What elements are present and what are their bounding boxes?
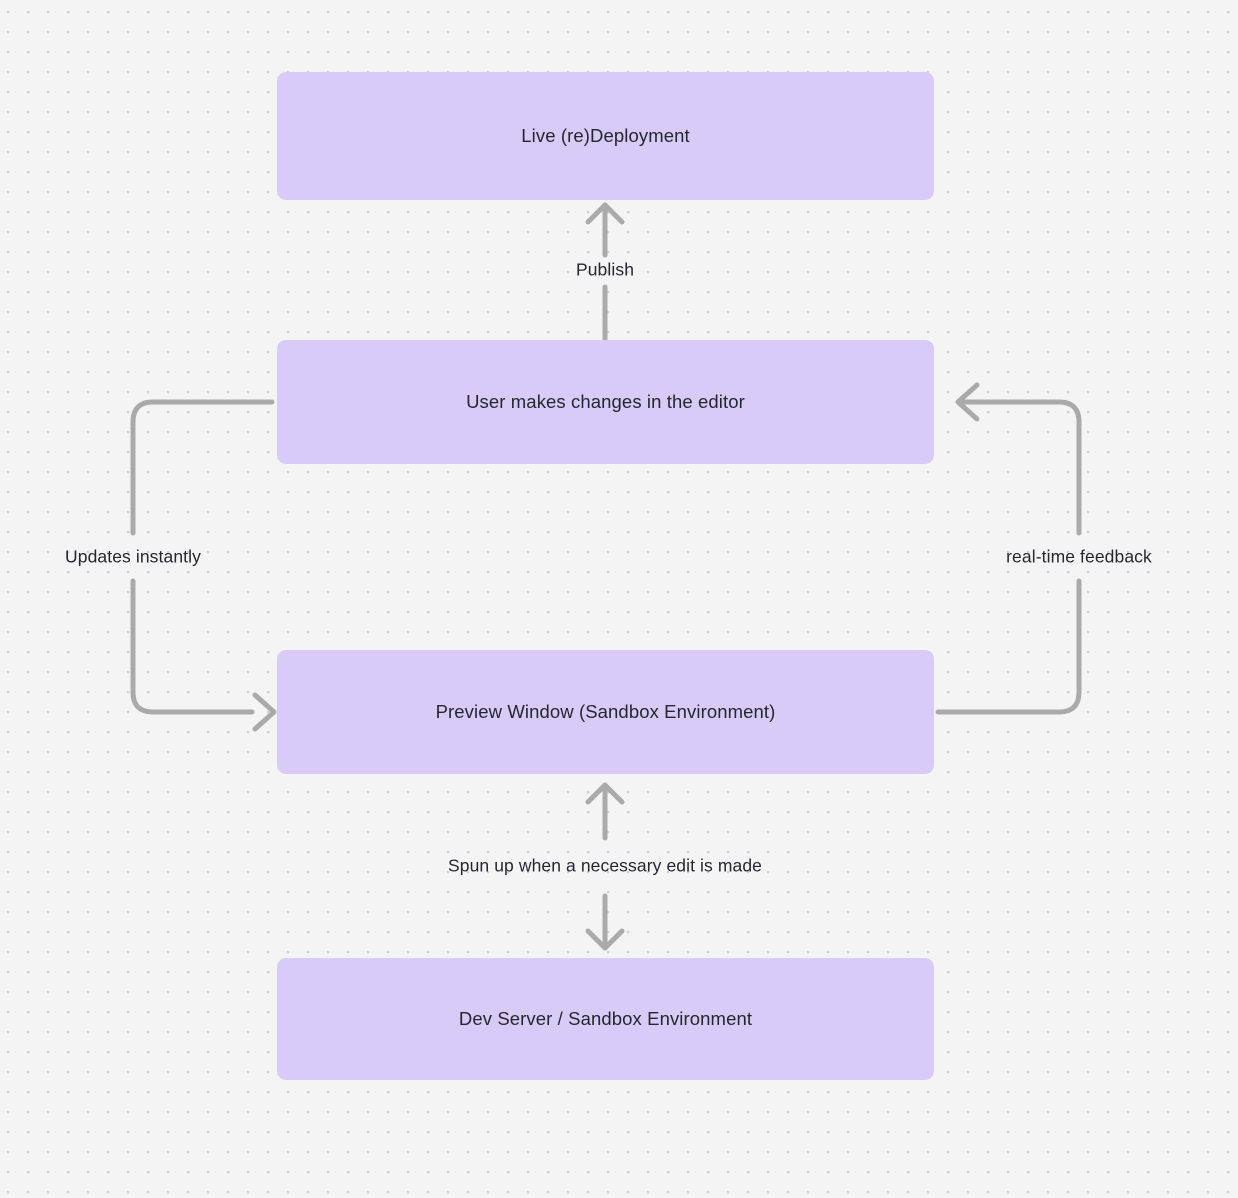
node-label-user-edits: User makes changes in the editor [466,390,745,412]
node-label-dev-server: Dev Server / Sandbox Environment [458,1007,753,1029]
node-dev-server[interactable]: Dev Server / Sandbox Environment [277,958,934,1080]
edge-label-publish: Publish [575,259,635,280]
node-label-live-deployment: Live (re)Deployment [521,124,690,146]
node-label-preview-window: Preview Window (Sandbox Environment) [435,700,776,722]
node-live-deployment[interactable]: Live (re)Deployment [277,72,934,200]
edge-label-updates-instantly: Updates instantly [65,546,201,567]
edge-label-real-time-feedback: real-time feedback [1006,546,1152,567]
node-user-edits[interactable]: User makes changes in the editor [277,340,934,464]
edge-label-spun-up: Spun up when a necessary edit is made [447,855,763,876]
node-preview-window[interactable]: Preview Window (Sandbox Environment) [277,650,934,774]
